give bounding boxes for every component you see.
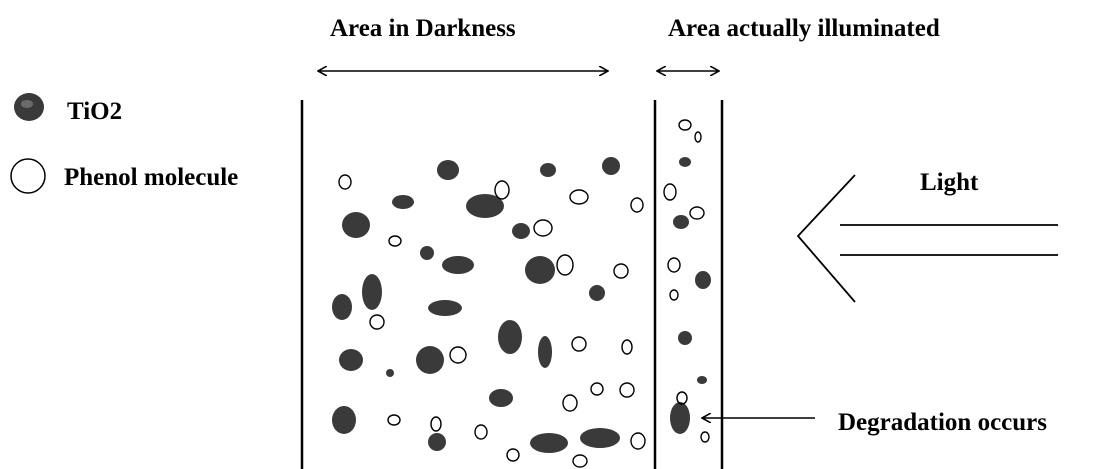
phenol-molecule-icon: [474, 424, 488, 440]
degradation-label: Degradation occurs: [838, 409, 1047, 436]
tio2-particle-icon: [489, 389, 513, 407]
phenol-molecule-icon: [562, 394, 578, 412]
phenol-molecule-icon: [676, 391, 688, 405]
phenol-molecule-icon: [590, 382, 604, 396]
legend-phenol-label: Phenol molecule: [64, 164, 239, 191]
phenol-molecule-icon: [678, 119, 692, 131]
phenol-molecules: [338, 119, 710, 468]
phenol-molecule-icon: [556, 254, 574, 276]
tio2-particle-icon: [512, 223, 530, 239]
tio2-particle-icon: [670, 402, 690, 434]
tio2-particle-icon: [428, 300, 462, 316]
tio2-particle-icon: [525, 256, 555, 284]
tio2-particle-icon: [678, 331, 692, 345]
phenol-molecule-icon: [571, 336, 587, 352]
phenol-molecule-icon: [619, 382, 635, 398]
tio2-particle-icon: [416, 346, 444, 374]
tio2-particle-icon: [386, 369, 394, 377]
tio2-particle-icon: [442, 256, 474, 274]
legend-tio2-label: TiO2: [67, 98, 123, 125]
phenol-molecule-icon: [369, 314, 385, 330]
phenol-molecule-icon: [572, 454, 588, 468]
tio2-particle-icon: [589, 285, 605, 301]
tio2-particle-icon: [420, 246, 434, 260]
area-in-darkness-label: Area in Darkness: [330, 15, 516, 42]
phenol-molecule-icon: [430, 416, 442, 432]
tio2-particle-icon: [673, 215, 689, 229]
tio2-particle-icon: [332, 406, 356, 434]
tio2-particle-icon: [466, 194, 504, 218]
tio2-particles: [332, 157, 711, 453]
phenol-molecule-icon: [667, 257, 681, 273]
light-label: Light: [920, 169, 979, 196]
phenol-molecule-icon: [506, 448, 520, 462]
phenol-molecule-icon: [621, 339, 633, 355]
tio2-particle-icon: [580, 428, 620, 448]
phenol-molecule-icon: [700, 431, 710, 443]
phenol-molecule-icon: [533, 219, 553, 237]
phenol-molecule-icon: [694, 131, 702, 143]
tio2-particle-icon: [602, 157, 620, 175]
phenol-molecule-icon: [494, 180, 510, 200]
tio2-particle-icon: [332, 294, 352, 320]
tio2-particle-icon: [392, 195, 414, 209]
tio2-particle-icon: [695, 271, 711, 289]
phenol-molecule-icon: [613, 263, 629, 279]
tio2-particle-icon: [540, 163, 556, 177]
tio2-particle-icon: [362, 274, 382, 310]
phenol-molecule-icon: [569, 189, 589, 205]
tio2-particle-icon: [538, 336, 552, 368]
tio2-particle-icon: [530, 433, 568, 453]
phenol-molecule-icon: [630, 432, 646, 450]
tio2-particle-icon: [428, 433, 446, 451]
phenol-molecule-icon: [449, 346, 467, 364]
tio2-particle-icon: [339, 349, 363, 371]
tio2-particle-icon: [679, 157, 691, 167]
legend-phenol-icon: [10, 158, 46, 194]
tio2-particle-icon: [697, 376, 707, 384]
phenol-molecule-icon: [387, 414, 401, 426]
phenol-molecule-icon: [669, 289, 679, 301]
area-illuminated-label: Area actually illuminated: [668, 15, 940, 42]
phenol-molecule-icon: [338, 174, 352, 190]
legend-tio2-icon: [14, 93, 44, 121]
phenol-molecule-icon: [630, 197, 644, 213]
phenol-molecule-icon: [663, 183, 677, 201]
phenol-molecule-icon: [388, 235, 402, 247]
tio2-particle-icon: [437, 160, 459, 180]
phenol-molecule-icon: [689, 206, 705, 220]
light-source-arrow: [796, 174, 1058, 303]
tio2-particle-icon: [498, 320, 522, 354]
tio2-particle-icon: [342, 212, 370, 238]
